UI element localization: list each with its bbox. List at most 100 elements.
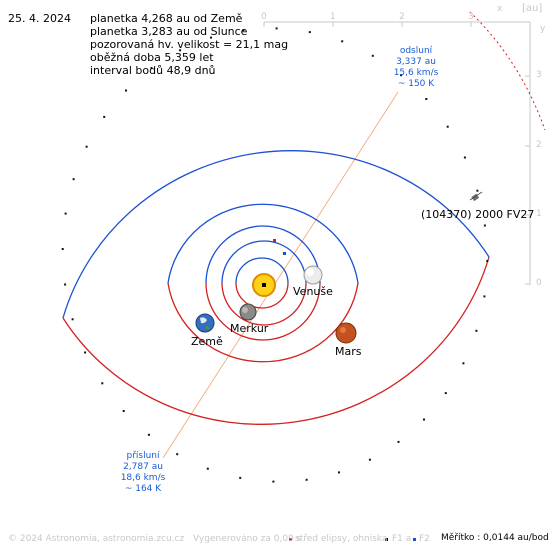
- aphelion-distance: 3,337 au: [396, 57, 436, 67]
- legend-center-icon: [289, 538, 292, 541]
- earth-orbit-upper: [205, 225, 321, 284]
- ellipse-center-marker: [273, 239, 276, 242]
- asteroid-orbit-lower: [62, 256, 490, 425]
- orbit-point: [341, 40, 344, 43]
- mercury-label: Merkur: [230, 322, 269, 335]
- orbit-point: [483, 224, 486, 227]
- footer-legend-f2: F2: [419, 534, 430, 544]
- orbit-point: [308, 31, 311, 34]
- sun-icon: [252, 273, 276, 297]
- orbit-point: [275, 27, 278, 30]
- orbit-point: [206, 467, 209, 470]
- orbit-point: [101, 382, 104, 385]
- mars-icon: [335, 322, 357, 344]
- mercury-orbit-lower: [235, 282, 289, 309]
- footer-legend-f1: F1 a: [392, 534, 412, 544]
- orbit-point: [242, 29, 245, 32]
- asteroid-orbit-upper: [62, 150, 490, 319]
- orbit-point: [84, 351, 87, 354]
- y-axis-marker: y: [540, 24, 546, 34]
- x-tick: 0: [261, 12, 267, 22]
- orbit-point: [371, 54, 374, 57]
- asteroid-icon: [469, 191, 483, 202]
- perihelion-label: přísluní 2,787 au 18,6 km/s ~ 164 K: [113, 451, 173, 495]
- mercury-icon: [239, 303, 257, 321]
- orbit-point: [147, 433, 150, 436]
- footer-copyright: © 2024 Astronomia, astronomia.zcu.cz: [8, 534, 185, 544]
- aphelion-title: odsluní: [399, 46, 433, 56]
- x-tick: 3: [468, 12, 474, 22]
- orbit-point: [150, 67, 153, 70]
- orbit-point: [476, 189, 479, 192]
- y-tick: 2: [536, 140, 542, 150]
- perihelion-title: přísluní: [126, 451, 160, 461]
- orbit-point: [272, 480, 275, 483]
- orbit-point: [71, 318, 74, 321]
- y-tick: 0: [536, 278, 542, 288]
- earth-icon: [195, 313, 215, 333]
- aphelion-speed: 15,6 km/s: [393, 68, 439, 78]
- orbit-point: [85, 145, 88, 148]
- info-line: oběžná doba 5,359 let: [90, 51, 214, 64]
- legend-f2-icon: [413, 538, 416, 541]
- x-axis-marker: x: [497, 4, 503, 14]
- orbit-point: [423, 418, 425, 421]
- orbit-point: [176, 453, 179, 456]
- orbit-point: [483, 295, 486, 298]
- orbit-point: [64, 283, 67, 286]
- venus-orbit-upper: [221, 240, 307, 284]
- orbit-point: [239, 476, 242, 479]
- orbit-point: [486, 260, 489, 262]
- mercury-orbit-upper: [235, 257, 289, 284]
- date: 25. 4. 2024: [8, 12, 71, 25]
- orbit-point: [179, 49, 182, 52]
- info-line: planetka 4,268 au od Země: [90, 12, 243, 25]
- orbit-point: [210, 36, 212, 39]
- x-tick: 1: [330, 12, 336, 22]
- x-tick: 2: [399, 12, 405, 22]
- info-line: interval bodů 48,9 dnů: [90, 64, 216, 77]
- mars-label: Mars: [335, 345, 362, 358]
- perihelion-distance: 2,787 au: [123, 462, 163, 472]
- orbit-point: [338, 471, 340, 474]
- apsis-line: [162, 91, 399, 459]
- earth-orbit-lower: [205, 282, 321, 341]
- axis-unit: [au]: [522, 3, 543, 14]
- aphelion-temp: ~ 150 K: [397, 79, 435, 89]
- orbit-point: [125, 89, 127, 92]
- axes: [263, 21, 531, 285]
- perihelion-temp: ~ 164 K: [124, 484, 162, 494]
- y-tick: 3: [536, 70, 542, 80]
- orbit-point: [462, 362, 465, 365]
- orbit-point: [400, 74, 403, 77]
- orbit-points: [61, 27, 489, 483]
- focus-f2-marker: [283, 252, 286, 255]
- perihelion-speed: 18,6 km/s: [120, 473, 166, 483]
- footer-generated: Vygenerováno za 0,09 s: [193, 534, 302, 544]
- orbit-point: [475, 329, 478, 332]
- orbit-point: [446, 125, 449, 128]
- earth-label: Země: [191, 335, 223, 348]
- info-line: planetka 3,283 au od Slunce: [90, 25, 248, 38]
- orbit-point: [64, 212, 67, 215]
- venus-orbit-lower: [221, 282, 307, 326]
- orbit-point: [444, 392, 447, 395]
- orbit-point: [425, 98, 428, 100]
- mars-orbit-upper: [167, 203, 359, 284]
- orbit-point: [305, 478, 308, 481]
- footer-legend-center: střed elipsy, ohniska: [295, 534, 388, 544]
- footer-scale: Měřítko : 0,0144 au/bod: [441, 533, 549, 543]
- orbit-point: [72, 178, 75, 181]
- asteroid-label: (104370) 2000 FV27: [421, 208, 535, 221]
- aphelion-label: odsluní 3,337 au 15,6 km/s ~ 150 K: [386, 46, 446, 90]
- orbit-point: [103, 115, 106, 118]
- orbit-point: [368, 458, 371, 461]
- asteroid-orbit-extension: [469, 11, 546, 131]
- info-line: pozorovaná hv. velikost = 21,1 mag: [90, 38, 289, 51]
- orbit-point: [397, 440, 400, 443]
- mars-orbit-lower: [167, 282, 359, 363]
- orbit-point: [122, 410, 125, 412]
- y-tick: 1: [536, 209, 542, 219]
- orbit-point: [463, 156, 466, 159]
